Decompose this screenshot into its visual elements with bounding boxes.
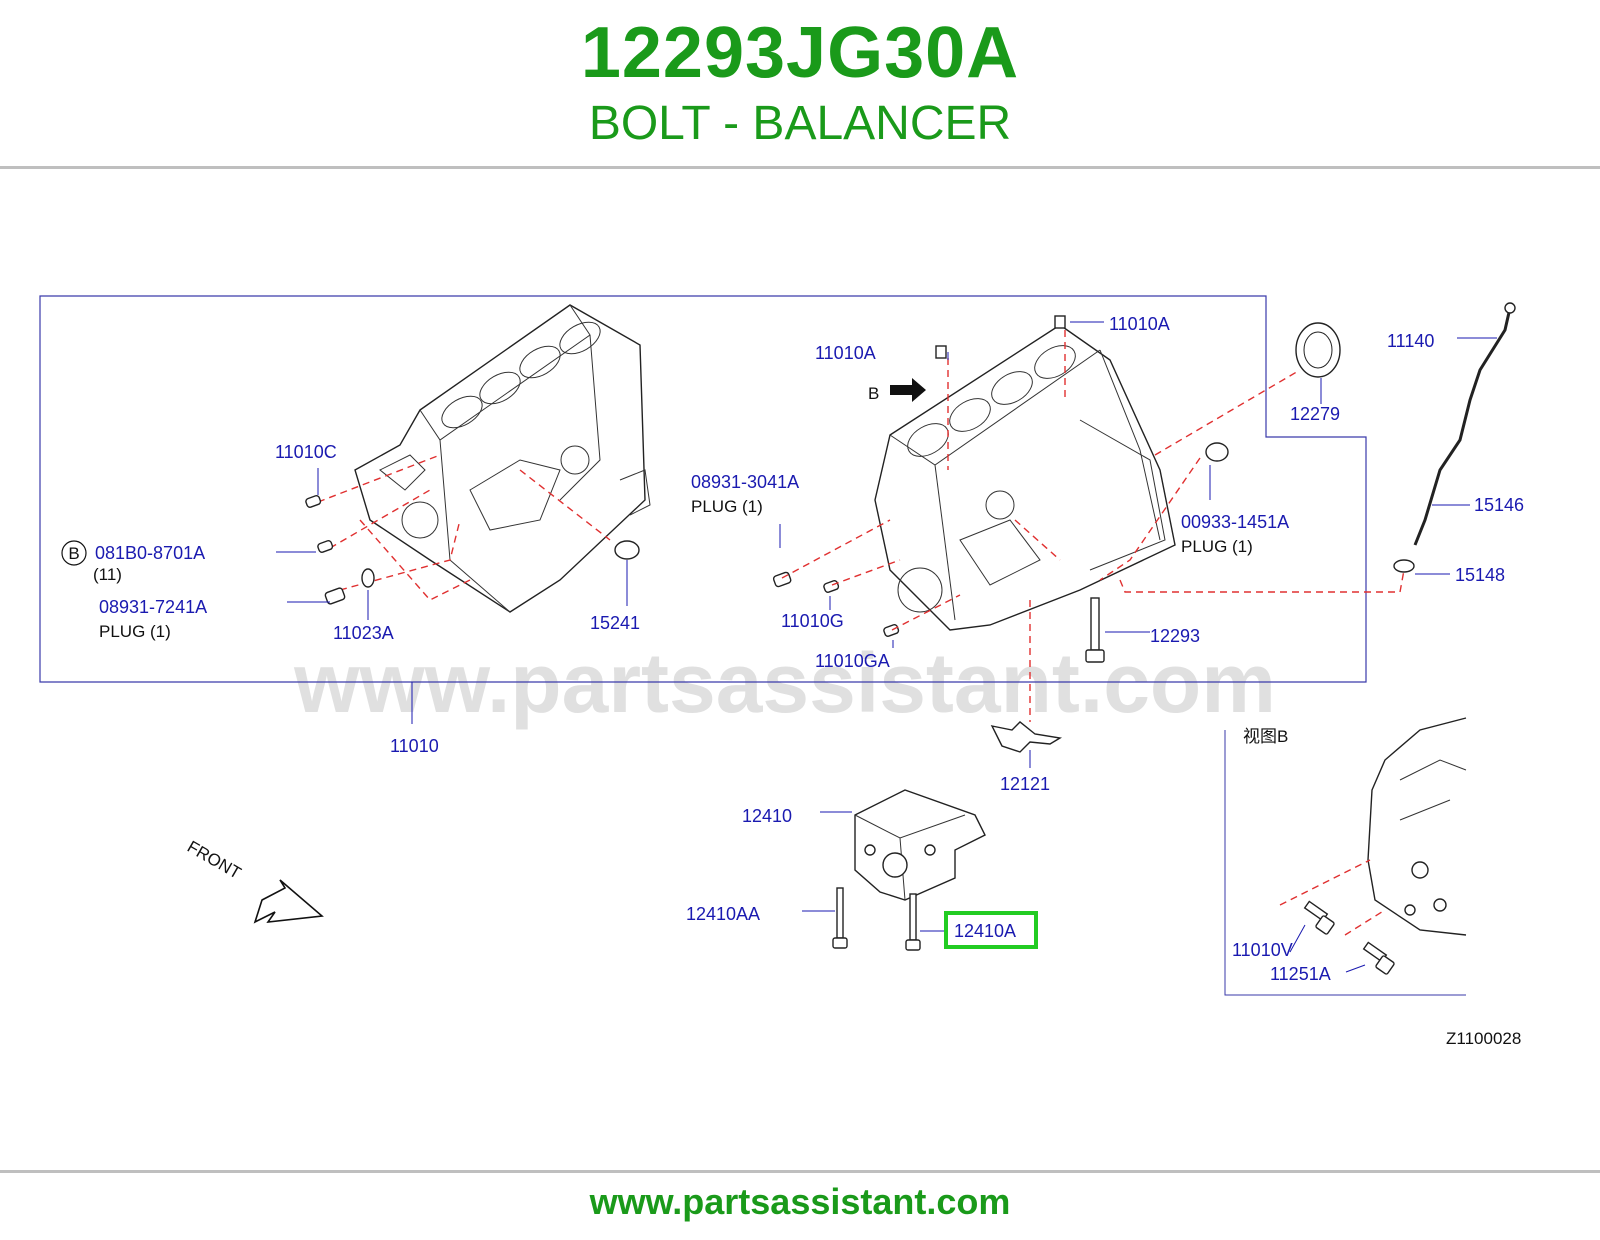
callout-11010GA[interactable]: 11010GA bbox=[815, 651, 890, 671]
bolt-11251A-drawing bbox=[1362, 941, 1395, 975]
oil-seal-12279-drawing bbox=[1295, 322, 1341, 378]
bolt-11010V-drawing bbox=[1303, 900, 1335, 935]
plug-11023A-drawing bbox=[361, 568, 375, 588]
front-arrow-icon bbox=[253, 879, 324, 924]
dowel-11010A-1-drawing bbox=[935, 345, 947, 359]
qty-081B0: (11) bbox=[93, 565, 122, 584]
callout-12410[interactable]: 12410 bbox=[742, 806, 792, 826]
view-b-block-drawing bbox=[1367, 717, 1467, 936]
callout-12410A-highlighted[interactable]: 12410A bbox=[954, 921, 1016, 941]
callout-11010G[interactable]: 11010G bbox=[781, 611, 844, 631]
cylinder-block-right-drawing bbox=[874, 324, 1176, 631]
footer-divider bbox=[0, 1170, 1600, 1173]
callout-11140[interactable]: 11140 bbox=[1387, 331, 1434, 351]
group-frame bbox=[39, 295, 1367, 683]
plug-3041A-label: PLUG (1) bbox=[691, 497, 763, 516]
plug-3041A-drawing bbox=[772, 571, 792, 588]
bracket-12121-drawing bbox=[990, 721, 1063, 753]
callout-11010C[interactable]: 11010C bbox=[275, 442, 337, 462]
callout-11010A-2[interactable]: 11010A bbox=[1109, 314, 1170, 334]
balancer-bolt-12293-drawing bbox=[1085, 597, 1105, 663]
view-b-arrow-icon bbox=[890, 378, 926, 402]
callout-12121[interactable]: 12121 bbox=[1000, 774, 1050, 794]
callout-11010V[interactable]: 11010V bbox=[1232, 940, 1293, 960]
balancer-unit-12410-drawing bbox=[854, 789, 986, 901]
callout-08931-3041A[interactable]: 08931-3041A bbox=[691, 472, 799, 492]
part-number-title: 12293JG30A bbox=[580, 13, 1020, 93]
highlight-box bbox=[944, 911, 1038, 949]
callout-11023A[interactable]: 11023A bbox=[333, 623, 394, 643]
callout-12279[interactable]: 12279 bbox=[1290, 404, 1340, 424]
pin-11010G-drawing bbox=[823, 579, 840, 593]
circle-b-label: B bbox=[68, 544, 79, 563]
callout-15148[interactable]: 15148 bbox=[1455, 565, 1505, 585]
diagram-code: Z1100028 bbox=[1446, 1029, 1521, 1048]
plug-00933-label: PLUG (1) bbox=[1181, 537, 1253, 556]
watermark-text: www.partsassistant.com bbox=[293, 636, 1276, 730]
callout-00933-1451A[interactable]: 00933-1451A bbox=[1181, 512, 1289, 532]
seal-15241-drawing bbox=[614, 540, 640, 560]
dowel-11010A-2-drawing bbox=[1054, 315, 1066, 329]
view-b-title: 视图B bbox=[1243, 727, 1288, 746]
front-label: FRONT bbox=[184, 837, 244, 883]
circle-b-marker bbox=[61, 540, 87, 566]
view-b-frame bbox=[1224, 730, 1466, 996]
header-divider bbox=[0, 166, 1600, 169]
callout-11010A-1[interactable]: 11010A bbox=[815, 343, 876, 363]
callout-15241[interactable]: 15241 bbox=[590, 613, 640, 633]
bolt-12410A-drawing bbox=[905, 893, 921, 951]
callout-15146[interactable]: 15146 bbox=[1474, 495, 1524, 515]
footer-website-link[interactable]: www.partsassistant.com bbox=[589, 1181, 1011, 1222]
plug-11010C-drawing bbox=[305, 494, 322, 508]
callout-11251A[interactable]: 11251A bbox=[1270, 964, 1331, 984]
view-b-arrow-label: B bbox=[868, 384, 879, 403]
plug-7241A-label: PLUG (1) bbox=[99, 622, 171, 641]
callout-12410AA[interactable]: 12410AA bbox=[686, 904, 760, 924]
plug-081B0-drawing bbox=[317, 539, 334, 553]
cylinder-block-left-drawing bbox=[354, 304, 651, 613]
plug-7241A-drawing bbox=[324, 587, 346, 605]
pin-11010GA-drawing bbox=[883, 623, 900, 637]
callout-12293[interactable]: 12293 bbox=[1150, 626, 1200, 646]
callout-08931-7241A[interactable]: 08931-7241A bbox=[99, 597, 207, 617]
bolt-12410AA-drawing bbox=[832, 887, 848, 949]
callout-11010[interactable]: 11010 bbox=[390, 736, 439, 756]
callout-081B0-8701A[interactable]: 081B0-8701A bbox=[95, 543, 205, 563]
o-ring-15148-drawing bbox=[1393, 559, 1415, 573]
part-name-subtitle: BOLT - BALANCER bbox=[588, 97, 1012, 150]
plug-00933-drawing bbox=[1205, 442, 1229, 462]
dipstick-drawing bbox=[1413, 307, 1512, 546]
